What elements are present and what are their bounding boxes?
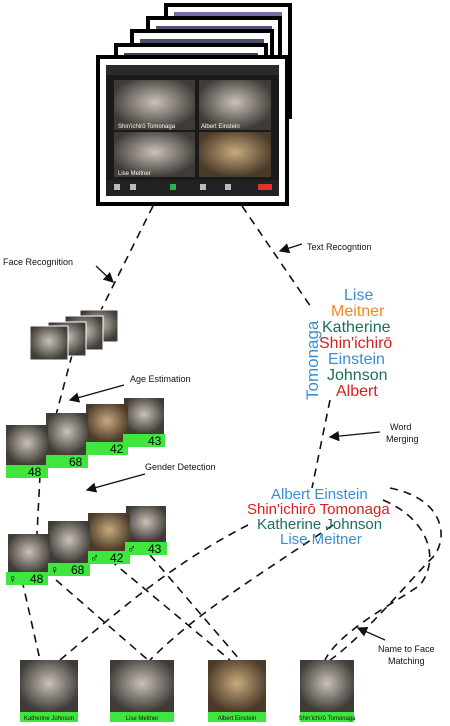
face-thumbnail <box>86 404 128 442</box>
face-thumbnail <box>8 534 50 574</box>
video-tile-meitner <box>114 132 195 177</box>
arrows <box>68 243 386 641</box>
age-badge <box>46 455 88 468</box>
word-cloud-word: Johnson <box>327 367 388 384</box>
age-value: 48 <box>28 465 42 479</box>
gender-icon: ♂ <box>127 542 136 556</box>
stage-label-age-estimation: Age Estimation <box>130 374 191 384</box>
gender-badge <box>48 563 90 576</box>
stage-label-word-merging: Merging <box>386 434 419 444</box>
word-cloud-word: Katherine <box>322 319 391 336</box>
word-cloud-word: Einstein <box>328 351 385 368</box>
gender-icon: ♀ <box>8 572 17 586</box>
stage-label-gender-detection: Gender Detection <box>145 462 216 472</box>
final-face <box>110 660 174 712</box>
age-value: 43 <box>148 434 162 448</box>
age-value: 42 <box>110 442 124 456</box>
end-call-button[interactable] <box>258 184 272 190</box>
word-cloud-word: Albert <box>336 383 378 400</box>
merged-names: Albert Einstein Shin'ichirō Tomonaga Kat… <box>247 486 390 548</box>
front-video-frame: Shin'ichirō Tomonaga Albert Einstein Lis… <box>96 55 289 206</box>
stage-label-name-to-face: Matching <box>388 656 425 666</box>
word-cloud: Tomonaga Lise Meitner Katherine Shin'ich… <box>303 287 392 400</box>
share-icon[interactable] <box>225 184 231 190</box>
gender-icon: ♂ <box>90 551 99 565</box>
face-thumbnail <box>48 521 90 563</box>
age-estimation-faces: 48 68 42 43 <box>6 398 165 479</box>
age-value: 42 <box>110 551 124 565</box>
age-badge <box>6 465 48 478</box>
age-value: 43 <box>148 542 162 556</box>
stage-label-name-to-face: Name to Face <box>378 644 435 654</box>
final-face <box>300 660 354 712</box>
video-tile-einstein <box>199 80 271 130</box>
stage-label-text-recognition: Text Recogntion <box>307 242 372 252</box>
age-value: 48 <box>30 572 44 586</box>
name-label-background <box>208 712 266 722</box>
name-label-background <box>300 712 354 722</box>
final-name-label: Shin'ichirō Tomonaga <box>298 716 356 722</box>
name-label-background <box>20 712 78 722</box>
video-tile-tomonaga <box>114 80 195 130</box>
word-cloud-vertical: Tomonaga <box>303 320 322 400</box>
video-tile-name: Albert Einstein <box>201 124 240 130</box>
merged-name: Katherine Johnson <box>257 516 382 533</box>
final-name-label: Lise Meitner <box>126 716 159 722</box>
video-tile-name: Lise Meitner <box>118 171 151 177</box>
chat-icon[interactable] <box>200 184 206 190</box>
age-value: 68 <box>71 563 85 577</box>
stage-label-word-merging: Word <box>390 422 411 432</box>
merged-name: Shin'ichirō Tomonaga <box>247 501 390 518</box>
merged-name: Albert Einstein <box>271 486 368 503</box>
gender-badge <box>6 572 48 585</box>
mute-icon[interactable] <box>114 184 120 190</box>
final-face <box>20 660 78 712</box>
word-cloud-word: Meitner <box>331 303 385 320</box>
gender-badge <box>125 542 167 555</box>
video-tile-johnson <box>199 132 271 177</box>
face-thumbnail <box>124 398 164 434</box>
word-cloud-word: Lise <box>344 287 373 304</box>
stage-label-face-recognition: Face Recognition <box>3 257 73 267</box>
age-badge <box>123 434 165 447</box>
gender-badge <box>88 551 130 564</box>
video-call-toolbar <box>106 180 279 196</box>
participants-icon[interactable] <box>170 184 176 190</box>
face-thumbnail <box>6 425 48 465</box>
name-label-background <box>110 712 174 722</box>
final-face <box>208 660 266 712</box>
age-badge <box>86 442 128 455</box>
age-value: 68 <box>69 455 83 469</box>
video-tile-name: Shin'ichirō Tomonaga <box>118 124 176 130</box>
face-thumbnail <box>126 506 166 542</box>
merged-name: Lise Meitner <box>280 531 362 548</box>
flow-lines <box>21 205 442 661</box>
final-matched-faces: Katherine Johnson Lise Meitner Albert Ei… <box>20 660 356 722</box>
face-thumbnail <box>88 513 130 551</box>
final-name-label: Katherine Johnson <box>24 716 74 722</box>
gender-detection-faces: ♀ 48 ♀ 68 ♂ 42 ♂ 43 <box>6 506 167 586</box>
face-thumbnail <box>46 413 88 455</box>
final-name-label: Albert Einstein <box>218 716 257 722</box>
gender-icon: ♀ <box>50 563 59 577</box>
face-crops-stack <box>29 309 119 361</box>
camera-icon[interactable] <box>130 184 136 190</box>
word-cloud-word: Shin'ichirō <box>319 335 392 352</box>
